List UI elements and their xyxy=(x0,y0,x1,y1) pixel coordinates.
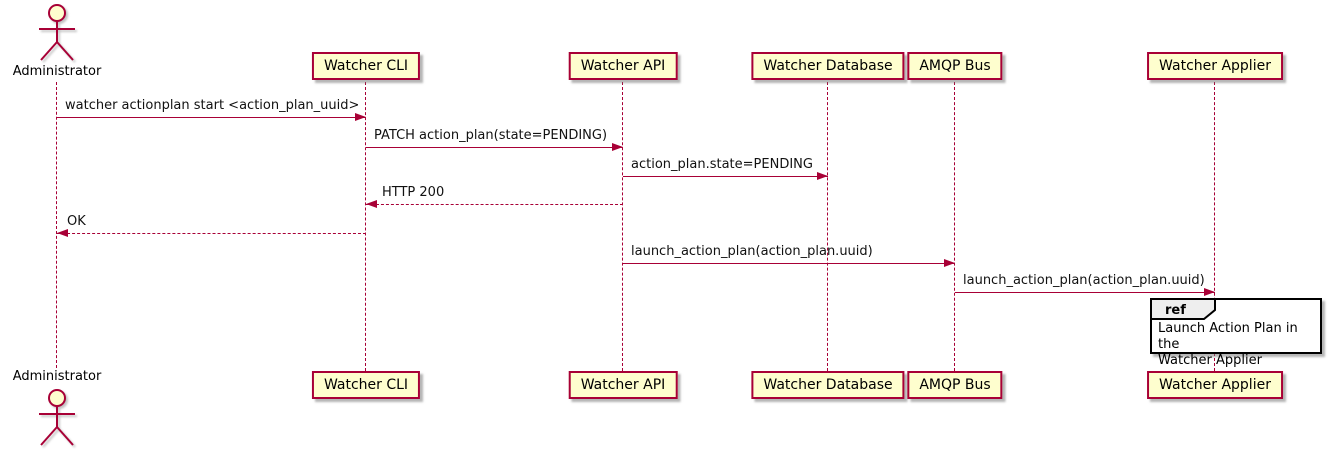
message-line xyxy=(623,176,828,177)
message-label: PATCH action_plan(state=PENDING) xyxy=(374,128,608,143)
actor-icon xyxy=(39,389,75,446)
message-line xyxy=(57,233,366,234)
lifeline-watcher-database xyxy=(827,82,828,371)
arrowhead-left xyxy=(366,200,377,208)
participant-watcher-cli-bottom: Watcher CLI xyxy=(311,371,421,399)
arrowhead-right xyxy=(817,172,828,180)
message-label: HTTP 200 xyxy=(382,185,445,200)
ref-text: Launch Action Plan in the Watcher Applie… xyxy=(1158,321,1298,368)
participant-amqp-bus-top: AMQP Bus xyxy=(907,52,1003,80)
message-label: action_plan.state=PENDING xyxy=(631,157,813,172)
actor-label-top: Administrator xyxy=(12,64,102,79)
participant-watcher-api-top: Watcher API xyxy=(568,52,678,80)
arrowhead-left xyxy=(57,229,68,237)
actor-label-bottom: Administrator xyxy=(12,369,102,384)
lifeline-amqp-bus xyxy=(954,82,955,371)
lifeline-watcher-api xyxy=(622,82,623,371)
message-label: watcher actionplan start <action_plan_uu… xyxy=(65,98,360,113)
message-line xyxy=(57,117,366,118)
participant-watcher-cli-top: Watcher CLI xyxy=(311,52,421,80)
message-label: launch_action_plan(action_plan.uuid) xyxy=(631,244,873,259)
message-label: OK xyxy=(67,214,86,229)
participant-watcher-database-top: Watcher Database xyxy=(751,52,905,80)
lifeline-watcher-applier xyxy=(1214,82,1215,371)
arrowhead-right xyxy=(612,143,623,151)
arrowhead-right xyxy=(1204,288,1215,296)
participant-watcher-database-bottom: Watcher Database xyxy=(751,371,905,399)
participant-amqp-bus-bottom: AMQP Bus xyxy=(907,371,1003,399)
actor-icon xyxy=(39,4,75,61)
arrowhead-right xyxy=(355,113,366,121)
participant-watcher-api-bottom: Watcher API xyxy=(568,371,678,399)
message-line xyxy=(623,263,955,264)
lifeline-watcher-cli xyxy=(365,82,366,371)
message-line xyxy=(366,147,623,148)
participant-watcher-applier-top: Watcher Applier xyxy=(1147,52,1283,80)
ref-fragment: ref Launch Action Plan in the Watcher Ap… xyxy=(1150,298,1322,368)
ref-keyword: ref xyxy=(1165,303,1186,318)
ref-tab: ref xyxy=(1150,298,1216,320)
message-line xyxy=(366,204,623,205)
arrowhead-right xyxy=(944,259,955,267)
message-label: launch_action_plan(action_plan.uuid) xyxy=(963,273,1205,288)
participant-watcher-applier-bottom: Watcher Applier xyxy=(1147,371,1283,399)
lifeline-administrator xyxy=(56,82,57,368)
message-line xyxy=(955,292,1215,293)
